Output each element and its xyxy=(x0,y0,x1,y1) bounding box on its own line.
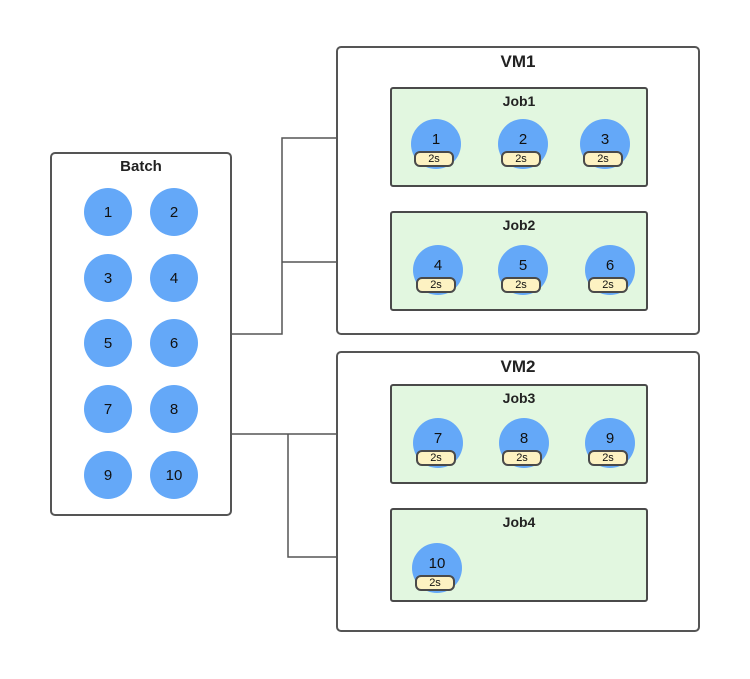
batch-item-5: 5 xyxy=(84,319,132,367)
duration-badge: 2s xyxy=(501,151,541,167)
task-8: 8 2s xyxy=(499,418,549,472)
job4-title: Job4 xyxy=(502,514,536,530)
task-id: 3 xyxy=(600,131,610,148)
batch-item-9: 9 xyxy=(84,451,132,499)
job1-box: Job1 1 2s 2 2s 3 2s xyxy=(390,87,648,187)
task-id: 2 xyxy=(518,131,528,148)
batch-box: Batch 1 2 3 4 5 6 7 8 9 10 xyxy=(50,152,232,516)
duration-badge: 2s xyxy=(501,277,541,293)
duration-badge: 2s xyxy=(416,277,456,293)
job3-box: Job3 7 2s 8 2s 9 2s xyxy=(390,384,648,484)
task-id: 4 xyxy=(433,257,443,274)
task-4: 4 2s xyxy=(413,245,463,299)
task-10: 10 2s xyxy=(412,543,462,597)
vm1-title: VM1 xyxy=(500,52,536,71)
task-3: 3 2s xyxy=(580,119,630,173)
task-6: 6 2s xyxy=(585,245,635,299)
task-id: 1 xyxy=(431,131,441,148)
job1-title: Job1 xyxy=(502,93,536,109)
task-5: 5 2s xyxy=(498,245,548,299)
duration-badge: 2s xyxy=(502,450,542,466)
task-7: 7 2s xyxy=(413,418,463,472)
task-id: 10 xyxy=(428,555,446,572)
batch-item-2: 2 xyxy=(150,188,198,236)
job2-title: Job2 xyxy=(502,217,536,233)
duration-badge: 2s xyxy=(414,151,454,167)
batch-item-4: 4 xyxy=(150,254,198,302)
duration-badge: 2s xyxy=(588,450,628,466)
batch-item-1: 1 xyxy=(84,188,132,236)
duration-badge: 2s xyxy=(416,450,456,466)
task-id: 8 xyxy=(519,430,529,447)
task-9: 9 2s xyxy=(585,418,635,472)
duration-badge: 2s xyxy=(583,151,623,167)
task-id: 5 xyxy=(518,257,528,274)
batch-item-7: 7 xyxy=(84,385,132,433)
job3-title: Job3 xyxy=(502,390,536,406)
task-1: 1 2s xyxy=(411,119,461,173)
batch-item-6: 6 xyxy=(150,319,198,367)
duration-badge: 2s xyxy=(415,575,455,591)
vm2-title: VM2 xyxy=(500,357,536,376)
batch-title: Batch xyxy=(120,158,162,175)
task-id: 9 xyxy=(605,430,615,447)
job2-box: Job2 4 2s 5 2s 6 2s xyxy=(390,211,648,311)
batch-item-3: 3 xyxy=(84,254,132,302)
task-2: 2 2s xyxy=(498,119,548,173)
task-id: 6 xyxy=(605,257,615,274)
batch-item-10: 10 xyxy=(150,451,198,499)
duration-badge: 2s xyxy=(588,277,628,293)
task-id: 7 xyxy=(433,430,443,447)
job4-box: Job4 10 2s xyxy=(390,508,648,602)
batch-item-8: 8 xyxy=(150,385,198,433)
